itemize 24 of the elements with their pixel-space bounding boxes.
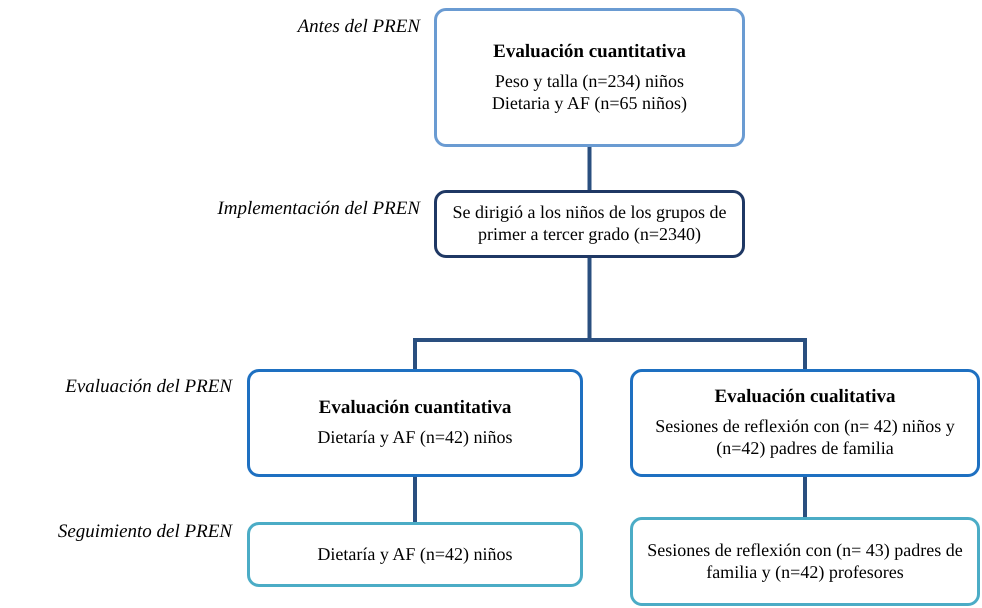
stage-label: Evaluación del PREN [65,376,232,398]
box-heading: Evaluación cuantitativa [318,397,512,420]
box-heading: Evaluación cuantitativa [493,40,686,63]
box-text: Peso y talla (n=234) niños [494,70,684,92]
box-text: Dietaría y AF (n=42) niños [317,544,513,566]
stage-label: Antes del PREN [298,16,420,38]
box-text: Dietaria y AF (n=65 niños) [492,92,688,114]
connector-line [803,477,807,517]
process-box [247,369,583,477]
box-heading: Evaluación cualitativa [714,386,896,408]
process-box [247,522,583,587]
box-text: Sesiones de reflexión con (n= 42) niños y (n=42) padres de familia [654,416,956,460]
process-box [434,190,745,258]
process-box [630,369,980,477]
process-box [434,8,745,147]
stage-label: Implementación del PREN [217,198,420,220]
connector-line [588,258,807,369]
stage-label: Seguimiento del PREN [58,521,232,543]
connector-line [413,477,417,522]
process-box [630,517,980,606]
box-text: Dietaría y AF (n=42) niños [317,427,513,449]
connector-line [588,147,592,190]
box-text: Se dirigió a los niños de los grupos de primer a tercer grado (n=2340) [452,202,728,246]
box-text: Sesiones de reflexión con (n= 43) padres de familia y (n=42) profesores [646,540,964,584]
